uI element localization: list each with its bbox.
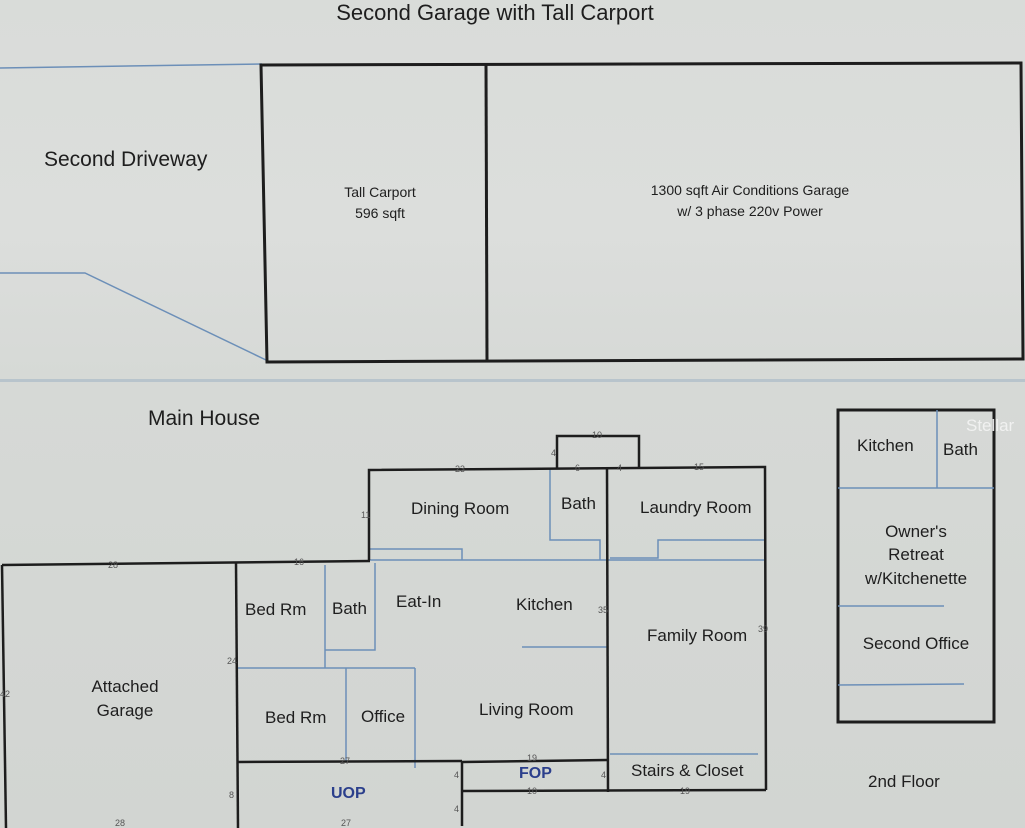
living-room-label: Living Room bbox=[479, 700, 574, 719]
bottom-sheet bbox=[0, 382, 1025, 828]
second-floor-kitchen-label: Kitchen bbox=[857, 436, 914, 455]
dimension-label: 39 bbox=[758, 624, 769, 634]
laundry-room-label: Laundry Room bbox=[640, 498, 752, 517]
dimension-label: 42 bbox=[0, 689, 11, 699]
second-floor-outline bbox=[836, 408, 996, 724]
garage-description-line1: 1300 sqft Air Conditions Garage bbox=[650, 182, 850, 198]
main-house-title: Main House bbox=[148, 407, 261, 430]
dimension-label: 4 bbox=[454, 804, 460, 814]
driveway-lines bbox=[0, 63, 267, 361]
attached-garage-label-line1: Attached bbox=[91, 677, 159, 696]
dimension-label: 4 bbox=[601, 770, 607, 780]
dimension-label: 15 bbox=[694, 462, 705, 472]
second-office-label: Second Office bbox=[862, 634, 970, 653]
second-driveway-label: Second Driveway bbox=[44, 148, 208, 171]
owners-retreat-line1: Owner's bbox=[885, 522, 947, 541]
dimension-label: 19 bbox=[680, 786, 691, 796]
owners-retreat-line3: w/Kitchenette bbox=[864, 569, 968, 588]
dimension-label: 27 bbox=[340, 756, 351, 766]
dimension-label: 10 bbox=[527, 786, 538, 796]
dining-room-label: Dining Room bbox=[411, 499, 510, 518]
dimension-label: 6 bbox=[575, 463, 581, 473]
second-garage-title: Second Garage with Tall Carport bbox=[336, 0, 654, 25]
dimension-label: 28 bbox=[108, 560, 119, 570]
dimension-label: 24 bbox=[227, 656, 238, 666]
second-floor-bath-label: Bath bbox=[943, 440, 978, 459]
dimension-label: 4 bbox=[551, 448, 557, 458]
bed-room-1-label: Bed Rm bbox=[245, 600, 307, 619]
attached-garage-label-line2: Garage bbox=[96, 701, 154, 720]
owners-retreat-line2: Retreat bbox=[888, 545, 944, 564]
office-label: Office bbox=[361, 707, 406, 726]
dimension-label: 4 bbox=[617, 463, 623, 473]
dimension-label: 35 bbox=[598, 605, 609, 615]
tall-carport-label: Tall Carport bbox=[344, 184, 416, 200]
exterior-walls bbox=[0, 434, 768, 828]
fop-label: FOP bbox=[519, 765, 552, 782]
tall-carport-size: 596 sqft bbox=[355, 205, 405, 221]
dimension-label: 16 bbox=[294, 557, 305, 567]
second-garage-outline bbox=[259, 61, 1025, 364]
dimension-label: 4 bbox=[454, 770, 460, 780]
family-room-label: Family Room bbox=[647, 626, 748, 645]
uop-label: UOP bbox=[331, 785, 366, 802]
sheet-separator bbox=[0, 379, 1025, 382]
bath-top-label: Bath bbox=[561, 494, 596, 513]
interior-walls bbox=[237, 468, 764, 768]
dimension-label: 28 bbox=[115, 818, 126, 828]
stellar-watermark: Stellar bbox=[966, 416, 1015, 435]
dimension-label: 10 bbox=[592, 430, 603, 440]
second-floor-title: 2nd Floor bbox=[868, 772, 940, 791]
dimension-label: 23 bbox=[455, 464, 466, 474]
kitchen-label: Kitchen bbox=[516, 595, 573, 614]
stairs-closet-label: Stairs & Closet bbox=[631, 761, 744, 780]
dimension-label: 8 bbox=[229, 790, 235, 800]
dimension-label: 27 bbox=[341, 818, 352, 828]
dimension-label: 11 bbox=[361, 510, 371, 520]
eat-in-label: Eat-In bbox=[396, 592, 442, 611]
garage-description-line2: w/ 3 phase 220v Power bbox=[677, 203, 823, 219]
dimension-label: 19 bbox=[527, 753, 538, 763]
bed-room-2-label: Bed Rm bbox=[265, 708, 327, 727]
bath-mid-label: Bath bbox=[332, 599, 367, 618]
